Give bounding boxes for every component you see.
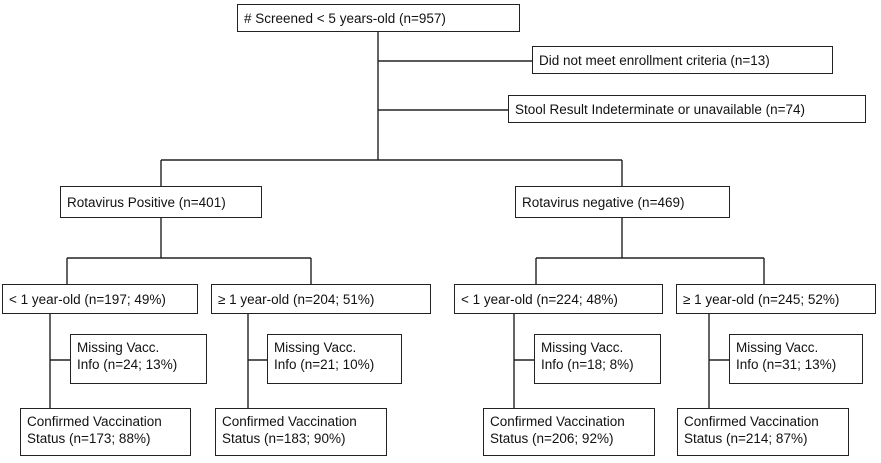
screened-box: # Screened < 5 years-old (n=957): [237, 4, 520, 32]
confirmed-vacc-box-4: Confirmed Vaccination Status (n=214; 87%…: [677, 408, 849, 456]
neg-under1-label: < 1 year-old (n=224; 48%): [461, 291, 618, 307]
missing-vacc-box-2: Missing Vacc. Info (n=21; 10%): [267, 334, 402, 384]
missing-vacc-line1: Missing Vacc.: [274, 340, 357, 355]
confirmed-vacc-line1: Confirmed Vaccination: [222, 414, 357, 429]
pos-under1-box: < 1 year-old (n=197; 49%): [2, 284, 198, 314]
missing-vacc-box-4: Missing Vacc. Info (n=31; 13%): [729, 334, 863, 384]
missing-vacc-line2: Info (n=24; 13%): [77, 357, 178, 372]
missing-vacc-line1: Missing Vacc.: [77, 340, 160, 355]
stool-indeterminate-box: Stool Result Indeterminate or unavailabl…: [508, 95, 866, 123]
confirmed-vacc-line2: Status (n=206; 92%): [490, 431, 614, 446]
neg-over1-label: ≥ 1 year-old (n=245; 52%): [683, 291, 840, 307]
confirmed-vacc-line1: Confirmed Vaccination: [490, 414, 625, 429]
rotavirus-negative-box: Rotavirus negative (n=469): [515, 186, 730, 218]
stool-indeterminate-label: Stool Result Indeterminate or unavailabl…: [515, 101, 806, 117]
missing-vacc-line1: Missing Vacc.: [541, 340, 624, 355]
confirmed-vacc-line2: Status (n=214; 87%): [684, 431, 808, 446]
confirmed-vacc-line2: Status (n=183; 90%): [222, 431, 346, 446]
rotavirus-positive-label: Rotavirus Positive (n=401): [67, 194, 226, 210]
confirmed-vacc-line1: Confirmed Vaccination: [684, 414, 819, 429]
confirmed-vacc-line2: Status (n=173; 88%): [27, 431, 151, 446]
missing-vacc-box-1: Missing Vacc. Info (n=24; 13%): [70, 334, 207, 384]
not-met-criteria-label: Did not meet enrollment criteria (n=13): [539, 52, 770, 68]
pos-over1-label: ≥ 1 year-old (n=204; 51%): [218, 291, 375, 307]
screened-label: # Screened < 5 years-old (n=957): [244, 10, 446, 26]
neg-under1-box: < 1 year-old (n=224; 48%): [454, 284, 663, 314]
missing-vacc-line2: Info (n=31; 13%): [736, 357, 837, 372]
missing-vacc-line2: Info (n=18; 8%): [541, 357, 634, 372]
confirmed-vacc-box-1: Confirmed Vaccination Status (n=173; 88%…: [20, 408, 191, 456]
confirmed-vacc-box-2: Confirmed Vaccination Status (n=183; 90%…: [215, 408, 387, 456]
not-met-criteria-box: Did not meet enrollment criteria (n=13): [532, 46, 833, 74]
neg-over1-box: ≥ 1 year-old (n=245; 52%): [676, 284, 876, 314]
rotavirus-positive-box: Rotavirus Positive (n=401): [60, 186, 262, 218]
missing-vacc-box-3: Missing Vacc. Info (n=18; 8%): [534, 334, 661, 384]
missing-vacc-line1: Missing Vacc.: [736, 340, 819, 355]
confirmed-vacc-box-3: Confirmed Vaccination Status (n=206; 92%…: [483, 408, 655, 456]
pos-under1-label: < 1 year-old (n=197; 49%): [9, 291, 166, 307]
missing-vacc-line2: Info (n=21; 10%): [274, 357, 375, 372]
pos-over1-box: ≥ 1 year-old (n=204; 51%): [211, 284, 431, 314]
rotavirus-negative-label: Rotavirus negative (n=469): [522, 194, 685, 210]
confirmed-vacc-line1: Confirmed Vaccination: [27, 414, 162, 429]
